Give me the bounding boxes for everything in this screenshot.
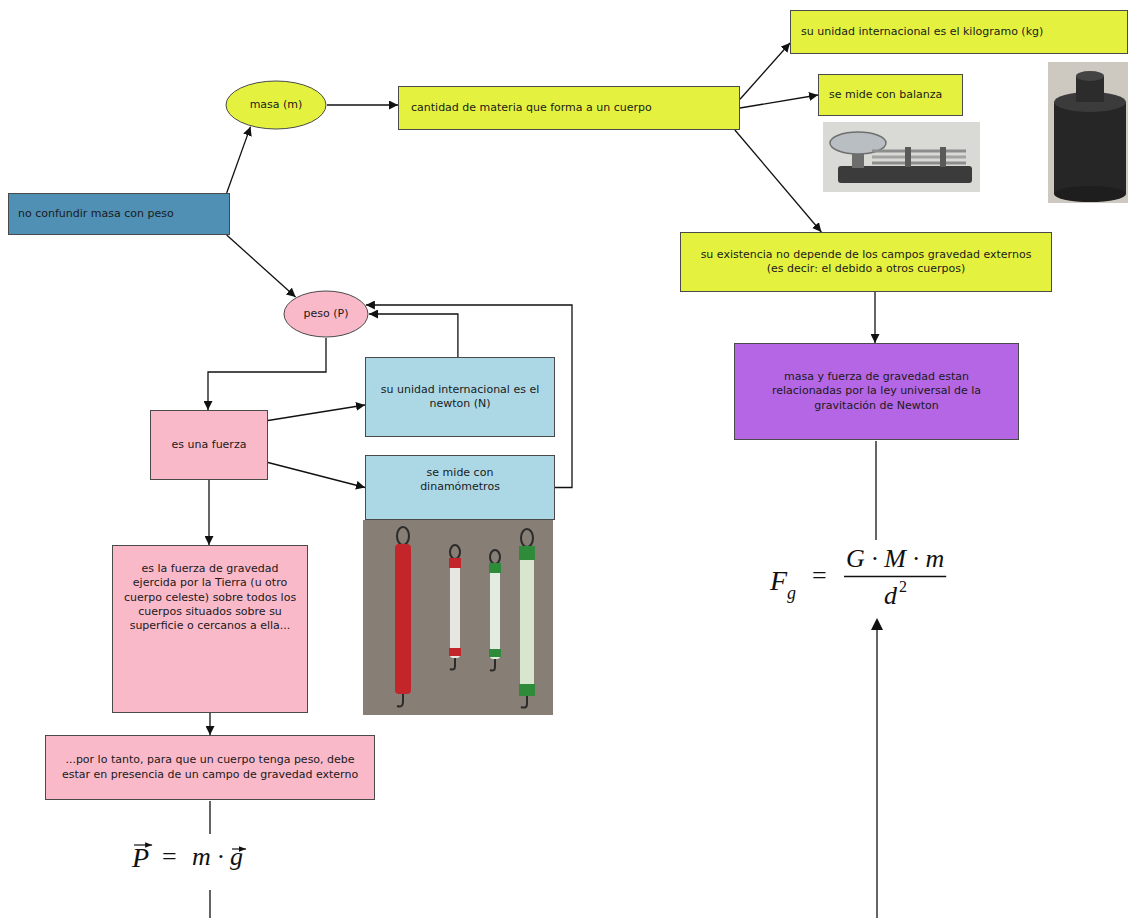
node-text: se mide con balanza bbox=[829, 88, 952, 102]
dynamometer-tube bbox=[395, 544, 411, 694]
node-text: su unidad internacional es el kilogramo … bbox=[801, 25, 1117, 39]
formula-symbol: P bbox=[132, 843, 149, 874]
dynamometer-hook bbox=[490, 659, 495, 671]
photo-ground bbox=[823, 122, 980, 192]
formula-symbol: G · M · m bbox=[846, 545, 944, 574]
dynamometer-tube bbox=[520, 546, 534, 696]
balance-base bbox=[838, 166, 972, 183]
dynamometer-cap bbox=[519, 546, 535, 560]
balance-beam bbox=[872, 150, 966, 153]
leader-arrowhead bbox=[871, 618, 883, 630]
dynamometer-tube bbox=[450, 558, 460, 658]
connector-arrow bbox=[208, 338, 326, 410]
balance-beam bbox=[872, 156, 966, 159]
balance-photo bbox=[823, 122, 980, 192]
formula-symbol: d bbox=[884, 582, 897, 611]
concept-box: se mide con balanza bbox=[818, 74, 963, 116]
concept-box: es una fuerza bbox=[150, 410, 268, 480]
connector-arrow bbox=[227, 235, 296, 297]
connector-arrow bbox=[268, 463, 365, 488]
connector-arrow bbox=[740, 43, 790, 99]
leader-line bbox=[209, 801, 210, 834]
weight-body bbox=[1054, 102, 1126, 194]
weight-photo bbox=[1048, 62, 1128, 203]
formula-leader-lines bbox=[210, 441, 883, 918]
leader-line bbox=[209, 890, 210, 918]
dynamometer-cap bbox=[489, 649, 501, 657]
connector-arrow bbox=[208, 480, 209, 545]
dynamometer-hook bbox=[521, 696, 527, 708]
photo-ground bbox=[1048, 62, 1128, 203]
concept-ellipse: peso (P) bbox=[283, 290, 369, 338]
concept-box: no confundir masa con peso bbox=[8, 193, 230, 235]
concept-box: masa y fuerza de gravedad estan relacion… bbox=[734, 343, 1019, 440]
dynamometer-hook bbox=[450, 658, 455, 670]
node-text: es una fuerza bbox=[159, 438, 259, 452]
node-text: su unidad internacional es el newton (N) bbox=[376, 383, 544, 412]
connector-arrow bbox=[209, 713, 210, 735]
concept-box: se mide con dinamómetros bbox=[365, 455, 555, 520]
formula-symbol: m · bbox=[192, 843, 224, 872]
dynamometer-cap bbox=[519, 684, 535, 696]
concept-box: su unidad internacional es el newton (N) bbox=[365, 357, 555, 437]
weight-knob-top bbox=[1076, 71, 1104, 81]
node-text: no confundir masa con peso bbox=[18, 207, 220, 221]
node-text: cantidad de materia que forma a un cuerp… bbox=[411, 101, 727, 115]
concept-box: es la fuerza de gravedad ejercida por la… bbox=[112, 545, 308, 713]
ellipse-shape bbox=[284, 291, 368, 337]
concept-box: su existencia no depende de los campos g… bbox=[680, 232, 1052, 292]
formula-symbol: g bbox=[230, 843, 243, 872]
dynamometer-cap bbox=[489, 563, 501, 573]
formula-symbol: 2 bbox=[899, 578, 907, 596]
concept-ellipse: masa (m) bbox=[225, 80, 327, 130]
connector-arrow bbox=[874, 292, 875, 343]
node-text: su existencia no depende de los campos g… bbox=[693, 248, 1039, 277]
dynamometer-cap bbox=[449, 648, 461, 656]
ellipse-shape bbox=[226, 81, 326, 129]
node-text: es la fuerza de gravedad ejercida por la… bbox=[123, 562, 297, 633]
dynamometer-cap bbox=[449, 558, 461, 568]
node-text: ...por lo tanto, para que un cuerpo teng… bbox=[56, 753, 364, 782]
dynamometer-ring bbox=[397, 527, 409, 545]
connector-arrow bbox=[227, 127, 251, 193]
connector-arrow bbox=[740, 95, 818, 108]
concept-box: cantidad de materia que forma a un cuerp… bbox=[398, 86, 740, 130]
balance-beam bbox=[872, 162, 966, 165]
node-text: masa y fuerza de gravedad estan relacion… bbox=[749, 370, 1004, 413]
balance-rider bbox=[905, 147, 911, 167]
connector-arrow bbox=[268, 405, 365, 421]
node-text: se mide con dinamómetros bbox=[400, 466, 520, 495]
leader-line bbox=[876, 628, 877, 918]
dynamometer-ring bbox=[450, 545, 460, 559]
connector-arrow bbox=[327, 104, 398, 105]
fraction-bar bbox=[844, 576, 946, 578]
node-text: peso (P) bbox=[304, 307, 349, 321]
dynamometer-ring bbox=[490, 550, 500, 564]
weight-bottom bbox=[1054, 186, 1126, 202]
concept-box: su unidad internacional es el kilogramo … bbox=[790, 10, 1128, 54]
formula-symbol: F bbox=[770, 566, 787, 597]
leader-line bbox=[875, 441, 876, 540]
node-text: masa (m) bbox=[250, 98, 303, 112]
connector-arrow bbox=[735, 130, 821, 232]
formula-symbol: = bbox=[162, 843, 177, 872]
balance-rider bbox=[940, 147, 946, 167]
photo-ground bbox=[363, 520, 553, 715]
connector-arrow bbox=[369, 314, 458, 357]
dynamometer-ring bbox=[521, 529, 533, 547]
dynamometer-photo bbox=[363, 520, 553, 715]
formula-symbol: = bbox=[812, 562, 827, 591]
dynamometer-hook bbox=[397, 694, 403, 707]
concept-box: ...por lo tanto, para que un cuerpo teng… bbox=[45, 735, 375, 800]
dynamometer-tube bbox=[490, 563, 500, 659]
formula-symbol: g bbox=[787, 584, 796, 604]
